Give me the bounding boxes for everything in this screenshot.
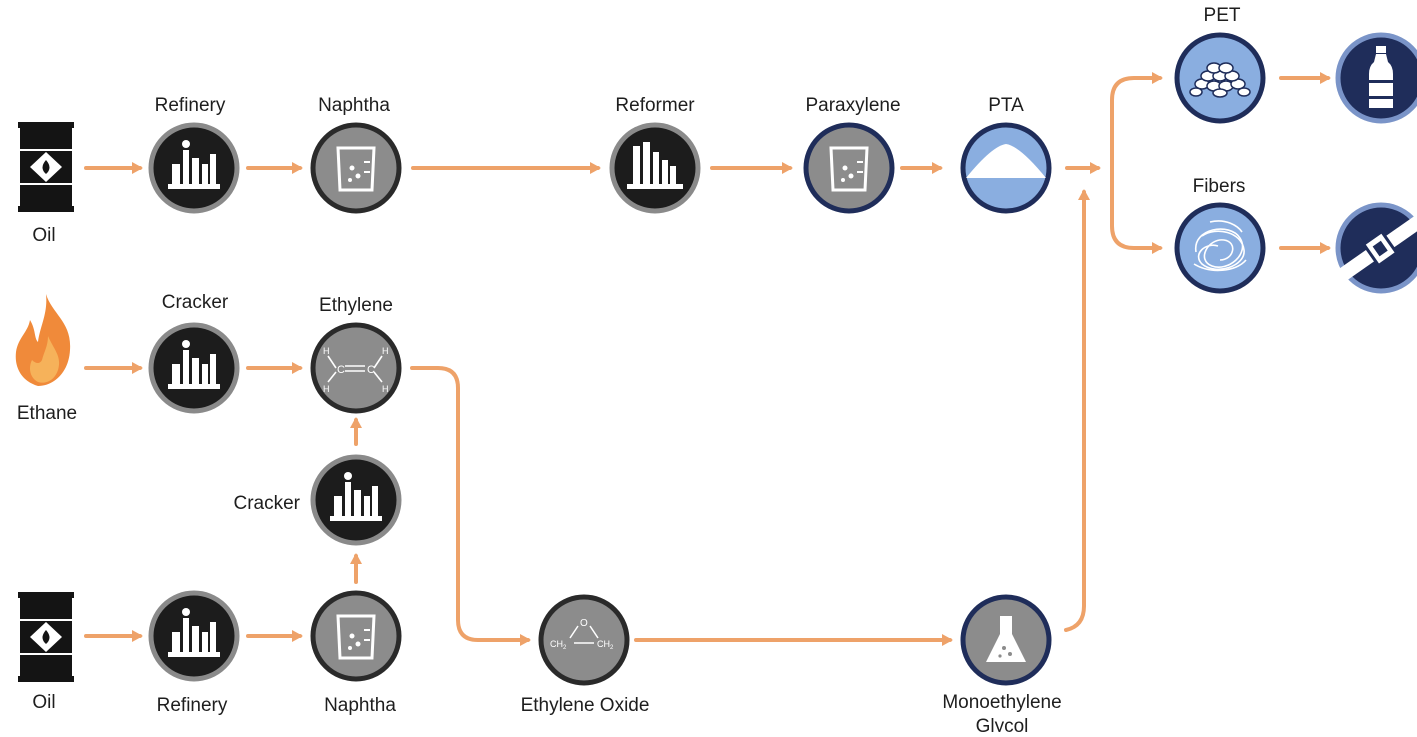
reformer-node bbox=[609, 122, 701, 214]
arrow-split-to-pet bbox=[1110, 72, 1163, 170]
molecule-ch2-subscript: 2 bbox=[563, 645, 567, 651]
molecule-ch2-text: CH bbox=[597, 639, 610, 649]
molecule-atom-h: H bbox=[323, 346, 330, 356]
cracker-node-top bbox=[148, 322, 240, 414]
flask-icon bbox=[986, 616, 1026, 662]
molecule-atom-h: H bbox=[323, 384, 330, 394]
bottle-icon bbox=[1369, 46, 1393, 108]
molecule-atom-c: C bbox=[337, 364, 345, 376]
label-naphtha-bottom: Naphtha bbox=[324, 695, 396, 716]
arrow-split-to-fibers bbox=[1110, 166, 1163, 254]
bottle-node bbox=[1335, 32, 1417, 124]
refinery-icon bbox=[168, 340, 220, 389]
beaker-icon bbox=[829, 146, 869, 192]
label-cracker-top: Cracker bbox=[161, 292, 229, 313]
molecule-ch2-subscript: 2 bbox=[610, 645, 614, 651]
label-pet: PET bbox=[1203, 5, 1241, 26]
fibers-node bbox=[1174, 202, 1266, 294]
molecule-ch2-right: CH2 bbox=[597, 639, 614, 651]
molecule-atom-o: O bbox=[580, 618, 588, 629]
naphtha-node-bottom bbox=[310, 590, 402, 682]
refinery-node-top bbox=[148, 122, 240, 214]
arrow-ethylene-to-oxide bbox=[410, 366, 531, 646]
label-refinery-top: Refinery bbox=[154, 95, 226, 116]
ethylene-oxide-node: O CH2 CH2 bbox=[538, 594, 630, 686]
refinery-icon bbox=[168, 140, 220, 189]
connectors bbox=[84, 72, 1331, 646]
arrow-meg-to-pta bbox=[1064, 189, 1090, 632]
naphtha-node-top bbox=[310, 122, 402, 214]
paraxylene-node bbox=[803, 122, 895, 214]
ethylene-node: C C H H H H bbox=[310, 322, 402, 414]
cracker-node-middle bbox=[310, 454, 402, 546]
molecule-atom-h: H bbox=[382, 384, 389, 394]
pellets-icon bbox=[1189, 62, 1251, 98]
molecule-atom-c: C bbox=[367, 364, 375, 376]
molecule-ch2-left: CH2 bbox=[550, 639, 567, 651]
molecule-ch2-text: CH bbox=[550, 639, 563, 649]
label-reformer: Reformer bbox=[615, 95, 695, 116]
pet-node bbox=[1174, 32, 1266, 124]
meg-node bbox=[960, 594, 1052, 686]
label-oil-top: Oil bbox=[32, 225, 56, 246]
label-ethylene-oxide: Ethylene Oxide bbox=[520, 695, 650, 716]
ethylene-molecule-icon: C C H H H H bbox=[323, 346, 389, 394]
oil-barrel-icon bbox=[18, 592, 74, 682]
label-pta: PTA bbox=[988, 95, 1024, 116]
seatbelt-strap-icon bbox=[1339, 215, 1417, 281]
label-meg-line1: Monoethylene bbox=[942, 692, 1062, 713]
strap-node bbox=[1335, 202, 1417, 294]
label-meg-line2: Glycol bbox=[975, 716, 1029, 737]
pta-node bbox=[960, 122, 1052, 214]
refinery-icon bbox=[330, 472, 382, 521]
refinery-icon bbox=[168, 608, 220, 657]
beaker-icon bbox=[336, 614, 376, 660]
molecule-atom-h: H bbox=[382, 346, 389, 356]
label-ethane: Ethane bbox=[16, 403, 78, 424]
label-paraxylene: Paraxylene bbox=[805, 95, 901, 116]
powder-pile-icon bbox=[966, 144, 1046, 178]
label-fibers: Fibers bbox=[1192, 176, 1246, 197]
beaker-icon bbox=[336, 146, 376, 192]
label-refinery-bottom: Refinery bbox=[156, 695, 228, 716]
fiber-tangle-icon bbox=[1193, 220, 1247, 272]
label-cracker-middle: Cracker bbox=[233, 493, 300, 514]
oil-barrel-icon bbox=[18, 122, 74, 212]
label-naphtha-top: Naphtha bbox=[318, 95, 390, 116]
label-oil-bottom: Oil bbox=[32, 692, 56, 713]
refinery-node-bottom bbox=[148, 590, 240, 682]
ethylene-oxide-molecule-icon: O CH2 CH2 bbox=[550, 618, 614, 651]
label-ethylene: Ethylene bbox=[319, 295, 393, 316]
flame-icon bbox=[15, 294, 71, 386]
reformer-plant-icon bbox=[627, 142, 683, 189]
